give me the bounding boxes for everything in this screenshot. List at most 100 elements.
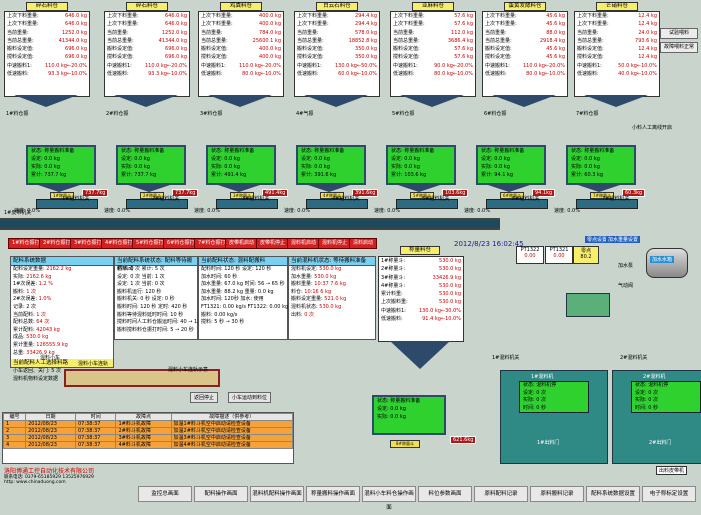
panel-header: 配料系统数据 bbox=[11, 257, 113, 266]
cart-return-stop-button[interactable]: 返回停止 bbox=[190, 392, 219, 403]
mixer-tank-1-screen: 状态: 混料机停设定: 0 次实际: 0 次时间: 0 秒 bbox=[519, 381, 589, 413]
panel-row: 记录: 2 次 bbox=[11, 304, 113, 312]
silo-row: 上次下料重量:400.0 kg bbox=[199, 20, 283, 28]
weigh-hopper-row: 实际: 0.0 kg bbox=[301, 164, 330, 170]
silo-row-label: 中速搬料1: bbox=[107, 62, 132, 69]
alarm-cell: 2012/08/23 bbox=[25, 420, 76, 428]
silo-title: 碎石料仓 bbox=[26, 2, 68, 11]
weigh-hopper-gate[interactable]: 6#称量斗 bbox=[500, 192, 524, 199]
silo-row-label: 上次下料重量: bbox=[7, 21, 39, 28]
mixer-hopper-row: 上次搬料重:530.0 kg bbox=[379, 298, 463, 306]
weigh-hopper-cone bbox=[122, 183, 176, 192]
silo-row: 当前总重量:793.6 kg bbox=[575, 37, 659, 45]
control-button-10[interactable]: 混料机启动 bbox=[287, 238, 321, 249]
silo-row-label: 搅料设定值: bbox=[485, 54, 512, 61]
weigh-hopper-weight: 391.6kg bbox=[352, 189, 379, 197]
panel-row: 配料设定重量: 2162.2 kg bbox=[11, 266, 113, 274]
nav-button-3[interactable]: 混料机配料操作画面 bbox=[250, 486, 304, 502]
silo-vibrator-label: 2#料仓振 bbox=[106, 111, 129, 117]
silo-title: 白云石料仓 bbox=[316, 2, 358, 11]
panel-row-label: 配料设定重量: bbox=[13, 266, 45, 272]
cart-move-button[interactable]: 小车运动到料位 bbox=[228, 392, 272, 403]
mixer-tank-2-gate[interactable]: 2#出料门 bbox=[649, 440, 672, 446]
silo-row-label: 中速搬料1: bbox=[7, 62, 32, 69]
panel-header: 当前配料系统状态: 配料等待搬料启动 bbox=[115, 257, 197, 272]
feeder-speed: 速度: 0.0% bbox=[554, 208, 580, 214]
feeder-7 bbox=[576, 199, 638, 209]
silo-row: 中速搬料1:110.0 kg←20.0% bbox=[105, 62, 189, 70]
control-button-9[interactable]: 皮带机停止 bbox=[256, 238, 290, 249]
nav-button-5[interactable]: 混料小车料仓操作画面 bbox=[362, 486, 416, 511]
panel-row: 搬料重量: 10:37 7.6 kg bbox=[289, 281, 375, 289]
mixer-hopper-row-value: 530.0 kg bbox=[439, 291, 461, 298]
nav-button-2[interactable]: 配料操作画面 bbox=[194, 486, 248, 502]
weigh-hopper-gate[interactable]: 5#称量斗 bbox=[410, 192, 434, 199]
alarm-cell: 2012/08/23 bbox=[25, 434, 76, 442]
panel-row-value: 1.0% bbox=[37, 296, 52, 303]
silo-row-label: 上次下料重量: bbox=[297, 21, 329, 28]
silo-row: 中速搬料1:110.0 kg←20.0% bbox=[5, 62, 89, 70]
fault-feed-button[interactable]: 故障喂料正常 bbox=[660, 42, 698, 53]
nav-button-10[interactable]: 电子称标定设置 bbox=[642, 486, 696, 502]
control-button-12[interactable]: 清料启动 bbox=[349, 238, 378, 249]
weigh-hopper-row: 实际: 0.0 kg bbox=[571, 164, 600, 170]
nav-button-8[interactable]: 原料搬料记录 bbox=[530, 486, 584, 502]
water-sensor-1: PT1322 0.00 bbox=[516, 246, 544, 264]
nav-button-7[interactable]: 原料配料记录 bbox=[474, 486, 528, 502]
silo-row-label: 搬料设定值: bbox=[485, 46, 512, 53]
silo-title: 蛋黄发酵料仓 bbox=[504, 2, 546, 11]
mixer-tank-1-gate[interactable]: 1#出料门 bbox=[537, 440, 560, 446]
panel-row: 配料总数: 64 次 bbox=[11, 319, 113, 327]
panel-row-value: 530.0 kg bbox=[317, 266, 342, 272]
nav-button-4[interactable]: 称量搬料操作画面 bbox=[306, 486, 360, 502]
tank-screen-row: 实际: 0 次 bbox=[523, 397, 547, 403]
silo-row-label: 中速搬料1: bbox=[297, 62, 322, 69]
silo-row-value: 57.6 kg bbox=[454, 54, 473, 61]
nav-button-1[interactable]: 监控总画面 bbox=[138, 486, 192, 502]
weigh-hopper-gate[interactable]: 4#称量斗 bbox=[320, 192, 344, 199]
alarm-cell: 加温4#料斗机空中启动请检查设备 bbox=[170, 441, 294, 449]
weigh-hopper-gate[interactable]: 1#称量斗 bbox=[50, 192, 74, 199]
silo-row: 中速搬料1:130.0 kg←50.0% bbox=[295, 62, 379, 70]
silo-row: 当前总重量:25600.1 kg bbox=[199, 37, 283, 45]
weigh-hopper-gate[interactable]: 7#称量斗 bbox=[590, 192, 614, 199]
water-zero-setpoint[interactable]: 零点 80.2 bbox=[573, 246, 599, 264]
silo-row: 搬料设定值:57.6 kg bbox=[391, 45, 475, 53]
weigh-hopper-cone bbox=[212, 183, 266, 192]
panel-row-label: 搬料重量: bbox=[291, 281, 313, 288]
silo-row: 当前重量:1252.0 kg bbox=[5, 29, 89, 37]
mixer-hopper-row: 3#称量斗:33426.9 kg bbox=[379, 274, 463, 282]
water-weight-setting-button[interactable]: 加水重量设置 bbox=[606, 236, 641, 243]
mixer-hopper-row: 1#称量斗:530.0 kg bbox=[379, 257, 463, 265]
weigh-hopper-gate[interactable]: 3#称量斗 bbox=[230, 192, 254, 199]
silo-row-value: 696.0 kg bbox=[165, 46, 187, 53]
zero-setting-button[interactable]: 零点设置 bbox=[585, 236, 610, 243]
panel-row-label: 2#次误差: bbox=[13, 296, 38, 303]
control-button-11[interactable]: 混料机停止 bbox=[318, 238, 352, 249]
alarm-cell: 加温2#料斗机空中启动请检查设备 bbox=[170, 427, 294, 435]
control-button-8[interactable]: 皮带机启动 bbox=[225, 238, 259, 249]
weigh-hopper-gate[interactable]: 2#称量斗 bbox=[140, 192, 164, 199]
silo-row: 上次下料重量:57.6 kg bbox=[391, 12, 475, 20]
tank-screen-row: 设定: 0 次 bbox=[635, 389, 659, 396]
silo-row-value: 2918.4 kg bbox=[539, 37, 565, 44]
alarm-cell: 3 bbox=[2, 434, 27, 442]
silo-row: 低速搬料:93.3 kg←10.0% bbox=[105, 70, 189, 78]
silo-row-label: 中速搬料1: bbox=[577, 62, 602, 69]
silo-row: 中速搬料1:90.0 kg←20.0% bbox=[391, 62, 475, 70]
mixer-gate[interactable]: 8#称量斗 bbox=[390, 440, 420, 448]
test-feed-button[interactable]: 试验喂料 bbox=[660, 28, 698, 39]
weigh-hopper-row: 累计: 737.7 kg bbox=[121, 172, 157, 178]
nav-button-6[interactable]: 料位参数画面 bbox=[418, 486, 472, 502]
silo-row-value: 3686.4 kg bbox=[447, 37, 473, 44]
nav-button-9[interactable]: 配料系统数据设置 bbox=[586, 486, 640, 502]
silo-row: 上次下料重量:45.6 kg bbox=[483, 20, 567, 28]
panel-row-label: 配料总数: bbox=[13, 319, 35, 326]
